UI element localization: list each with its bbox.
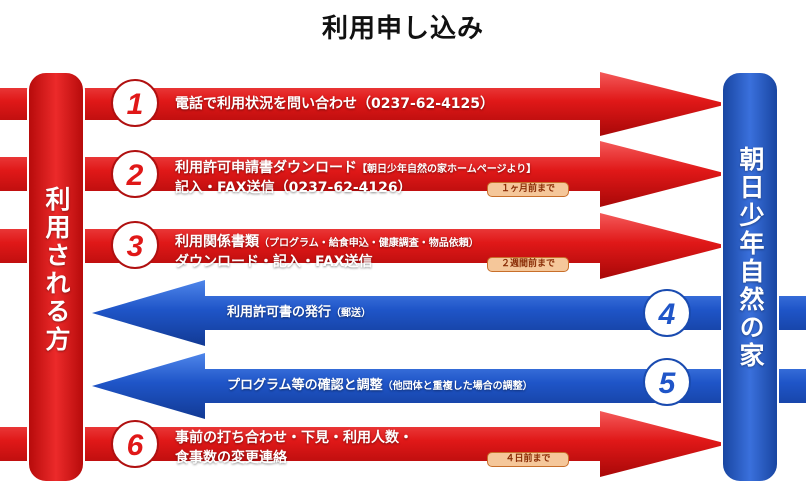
- step-3-note: （プログラム・給食申込・健康調査・物品依頼）: [259, 238, 479, 249]
- step-4-text: 利用許可書の発行（郵送）: [227, 303, 371, 324]
- step-number-circle-2: [111, 150, 159, 198]
- right-party-bar: [721, 71, 779, 483]
- step-number-3: 3: [127, 230, 144, 263]
- step-5-text: プログラム等の確認と調整（他団体と重複した場合の調整）: [227, 376, 533, 397]
- step-number-5: 5: [659, 367, 677, 400]
- step-2-line2: 記入・FAX送信（0237-62-4126）: [175, 180, 412, 196]
- step-number-circle-4: [643, 289, 691, 337]
- step-4-note: （郵送）: [331, 308, 372, 319]
- step-1-text: 電話で利用状況を問い合わせ（0237-62-4125）: [175, 94, 494, 114]
- step-2-note: 【朝日少年自然の家ホームページより】: [357, 164, 537, 175]
- step-4-line1: 利用許可書の発行: [227, 305, 332, 320]
- step-3-line1: 利用関係書類: [175, 234, 259, 250]
- left-party-label: 利用される方: [42, 186, 71, 354]
- step-number-circle-1: [111, 79, 159, 127]
- right-party-label: 朝日少年自然の家: [736, 146, 765, 370]
- step-3-text: 利用関係書類（プログラム・給食申込・健康調査・物品依頼）: [175, 232, 479, 254]
- arrow-step-4: [92, 280, 806, 346]
- step-number-6: 6: [127, 429, 144, 462]
- arrow-step-1: [0, 72, 728, 136]
- step-5-note: （他団体と重複した場合の調整）: [382, 381, 533, 392]
- step-number-2: 2: [126, 159, 144, 192]
- step-number-circle-6: [111, 420, 159, 468]
- page-title: 利用申し込み: [321, 14, 484, 44]
- step-5-line1: プログラム等の確認と調整: [227, 378, 383, 393]
- step-number-circle-3: [111, 221, 159, 269]
- step-number-circle-5: [643, 358, 691, 406]
- step-6-line2: 食事数の変更連絡: [175, 450, 287, 466]
- step-1-line1: 電話で利用状況を問い合わせ（0237-62-4125）: [175, 96, 495, 112]
- deadline-badge-step-3: ２週間前まで: [487, 257, 569, 272]
- step-2-text: 利用許可申請書ダウンロード【朝日少年自然の家ホームページより】: [175, 158, 536, 180]
- left-party-bar: [27, 71, 85, 483]
- step-number-1: 1: [127, 88, 144, 121]
- arrow-step-5: [92, 353, 806, 419]
- step-number-4: 4: [658, 298, 676, 331]
- deadline-badge-step-6: ４日前まで: [487, 452, 569, 467]
- step-6-line1: 事前の打ち合わせ・下見・利用人数・: [175, 430, 413, 446]
- deadline-badge-step-2: １ヶ月前まで: [487, 182, 569, 197]
- step-3-line2: ダウンロード・記入・FAX送信: [175, 254, 373, 270]
- step-2-line1: 利用許可申請書ダウンロード: [175, 160, 357, 176]
